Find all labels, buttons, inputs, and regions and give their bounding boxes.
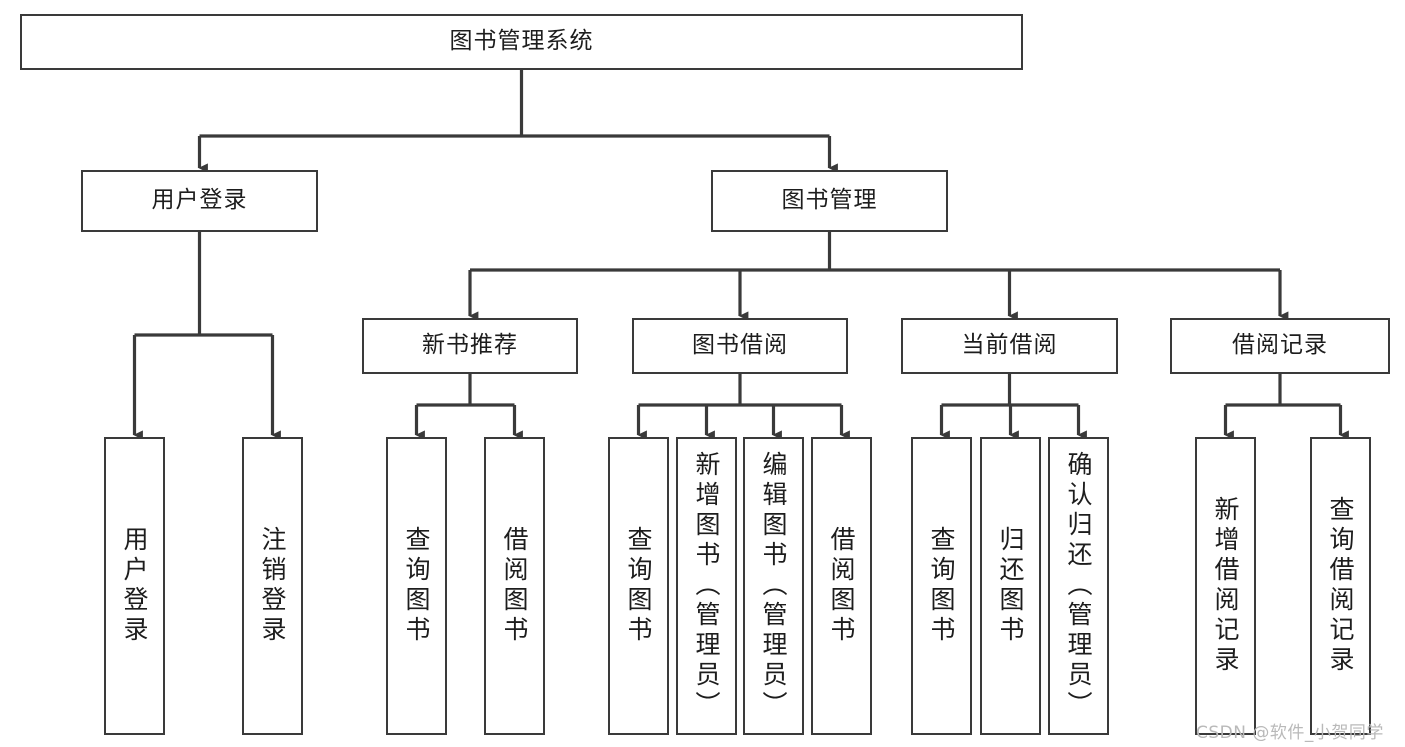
leaf-add-book[interactable]: 新增图书（管理员） — [676, 437, 737, 735]
leaf-confirm-return-label: 确认归还（管理员） — [1064, 451, 1093, 721]
csdn-watermark: CSDN @软件_小贺同学 — [1196, 723, 1384, 743]
leaf-user-login-label: 用户登录 — [120, 526, 149, 646]
leaf-user-login[interactable]: 用户登录 — [104, 437, 165, 735]
node-current-borrow[interactable]: 当前借阅 — [901, 318, 1118, 374]
leaf-borrow-book-1[interactable]: 借阅图书 — [484, 437, 545, 735]
node-book-management[interactable]: 图书管理 — [711, 170, 948, 232]
leaf-return-book-label: 归还图书 — [996, 526, 1025, 646]
node-book-borrow-label: 图书借阅 — [692, 332, 788, 359]
node-book-borrow[interactable]: 图书借阅 — [632, 318, 848, 374]
leaf-confirm-return[interactable]: 确认归还（管理员） — [1048, 437, 1109, 735]
node-borrow-record-label: 借阅记录 — [1232, 332, 1328, 359]
leaf-add-record[interactable]: 新增借阅记录 — [1195, 437, 1256, 735]
node-new-book-recommend-label: 新书推荐 — [422, 332, 518, 359]
node-root[interactable]: 图书管理系统 — [20, 14, 1023, 70]
leaf-query-book-1[interactable]: 查询图书 — [386, 437, 447, 735]
leaf-query-book-2[interactable]: 查询图书 — [608, 437, 669, 735]
node-new-book-recommend[interactable]: 新书推荐 — [362, 318, 578, 374]
node-root-label: 图书管理系统 — [449, 28, 594, 55]
node-book-management-label: 图书管理 — [781, 187, 878, 214]
leaf-borrow-book-2-label: 借阅图书 — [827, 526, 856, 646]
leaf-return-book[interactable]: 归还图书 — [980, 437, 1041, 735]
leaf-borrow-book-1-label: 借阅图书 — [500, 526, 529, 646]
leaf-add-record-label: 新增借阅记录 — [1211, 496, 1240, 676]
leaf-add-book-label: 新增图书（管理员） — [692, 451, 721, 721]
node-current-borrow-label: 当前借阅 — [961, 332, 1058, 359]
node-borrow-record[interactable]: 借阅记录 — [1170, 318, 1390, 374]
leaf-user-logout[interactable]: 注销登录 — [242, 437, 303, 735]
leaf-edit-book-label: 编辑图书（管理员） — [759, 451, 788, 721]
leaf-query-record-label: 查询借阅记录 — [1326, 496, 1355, 676]
leaf-borrow-book-2[interactable]: 借阅图书 — [811, 437, 872, 735]
leaf-query-record[interactable]: 查询借阅记录 — [1310, 437, 1371, 735]
node-user-login-label: 用户登录 — [151, 187, 248, 214]
leaf-query-book-1-label: 查询图书 — [402, 526, 431, 646]
leaf-user-logout-label: 注销登录 — [258, 526, 287, 646]
leaf-query-book-2-label: 查询图书 — [624, 526, 653, 646]
leaf-query-book-3-label: 查询图书 — [927, 526, 956, 646]
leaf-edit-book[interactable]: 编辑图书（管理员） — [743, 437, 804, 735]
leaf-query-book-3[interactable]: 查询图书 — [911, 437, 972, 735]
node-user-login[interactable]: 用户登录 — [81, 170, 318, 232]
